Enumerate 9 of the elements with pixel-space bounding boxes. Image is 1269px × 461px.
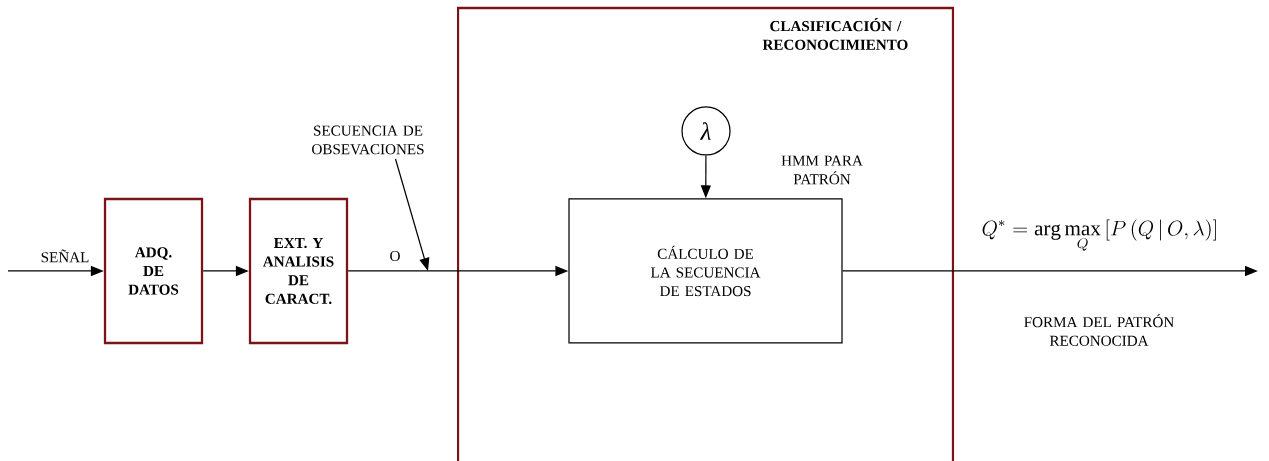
edge-label: SEÑAL: [41, 249, 89, 263]
note-text: FORMA DEL PATRÓN RECONOCIDA: [1024, 314, 1174, 346]
formula: $Q^{*}=\arg\max_{Q}\left[P\left(Q\,|\,O,\lambda\right)\right]$: [982, 219, 1216, 251]
annotation-text: SECUENCIA DE OBSEVACIONES: [312, 125, 424, 155]
process-box: ADQ. DE DATOS: [103, 197, 204, 345]
note-text: HMM PARA PATRÓN: [781, 155, 863, 185]
process-box: EXT. Y ANALISIS DE CARACT.: [248, 197, 349, 345]
edge-label: O: [390, 250, 400, 262]
process-box: CÁLCULO DE LA SECUENCIA DE ESTADOS: [568, 198, 843, 344]
